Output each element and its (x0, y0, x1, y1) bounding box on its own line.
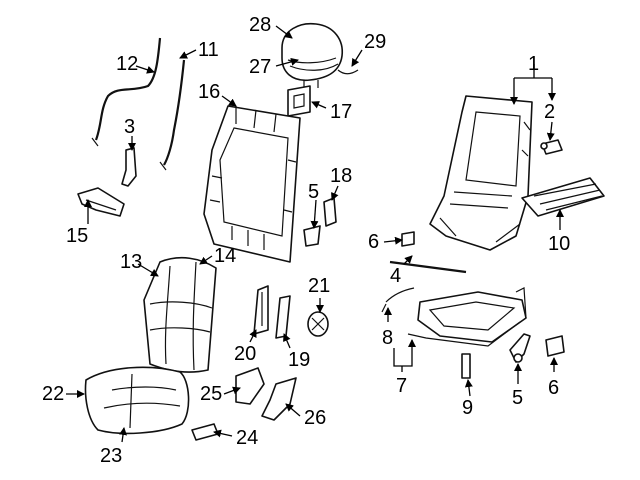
wire-link (381, 287, 415, 313)
callout-11: 11 (198, 39, 219, 61)
callout-28: 28 (249, 14, 271, 36)
switch-bezel (323, 197, 337, 227)
callout-10: 10 (548, 233, 570, 255)
seat-clip-lower (545, 335, 565, 357)
callout-27: 27 (249, 56, 271, 78)
callout-6-upper: 6 (368, 231, 379, 253)
seat-cushion (84, 366, 190, 435)
callout-19: 19 (288, 349, 310, 371)
side-shield-outer (261, 377, 297, 421)
callout-3: 3 (124, 116, 135, 138)
headrest-guide (287, 85, 311, 117)
callout-14: 14 (214, 245, 236, 267)
callout-17: 17 (330, 101, 352, 123)
side-trim-pad (253, 285, 269, 335)
callout-7: 7 (396, 375, 407, 397)
seat-clip-upper (401, 231, 415, 247)
callout-24: 24 (236, 427, 258, 449)
small-bracket (121, 147, 137, 187)
seat-pan-frame (407, 287, 527, 347)
callout-15: 15 (66, 225, 88, 247)
leader-lines (66, 25, 564, 443)
frame-bolt (540, 139, 563, 155)
callout-25: 25 (200, 383, 222, 405)
side-shield-inner (235, 367, 265, 405)
recliner-knob (307, 311, 329, 337)
seat-spring-mat (521, 177, 605, 217)
callout-21: 21 (308, 275, 330, 297)
lumbar-handle (77, 187, 125, 217)
callout-13: 13 (120, 251, 142, 273)
side-trim-strip (275, 295, 291, 339)
callout-5-lower: 5 (512, 387, 523, 409)
seat-frame-assembly (429, 95, 533, 251)
callout-20: 20 (234, 343, 256, 365)
callout-labels: 28 27 29 17 16 12 11 3 15 13 14 22 23 20… (42, 14, 570, 467)
cover-bracket-lower (509, 333, 531, 363)
callout-29: 29 (364, 31, 386, 53)
callout-18: 18 (330, 165, 352, 187)
seat-back-frame (203, 105, 301, 263)
callout-12: 12 (116, 53, 138, 75)
callout-1: 1 (528, 53, 539, 75)
callout-9: 9 (462, 397, 473, 419)
callout-6-lower: 6 (548, 377, 559, 399)
callout-23: 23 (100, 445, 122, 467)
callout-26: 26 (304, 407, 326, 429)
callout-4: 4 (390, 265, 401, 287)
headrest (281, 22, 359, 88)
cross-rod (389, 260, 467, 274)
callout-2: 2 (544, 101, 555, 123)
seat-back-cushion (143, 256, 217, 373)
cables (91, 37, 186, 171)
callout-16: 16 (198, 81, 220, 103)
cover-bracket-upper (303, 225, 321, 247)
callout-8: 8 (382, 327, 393, 349)
callout-22: 22 (42, 383, 64, 405)
guide-pin (461, 353, 471, 379)
callout-5-upper: 5 (308, 181, 319, 203)
